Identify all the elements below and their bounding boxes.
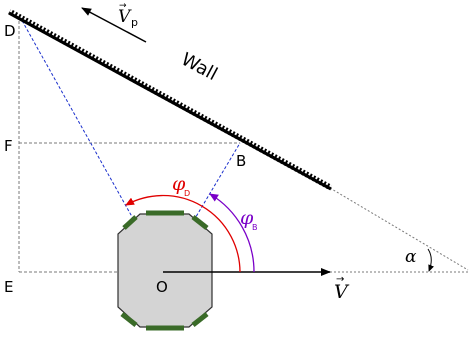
point-label-B: B [236, 152, 246, 170]
wall-velocity-arrow [81, 7, 147, 43]
phi-B-arc [209, 193, 255, 273]
wheel-pads [120, 210, 209, 331]
wall-velocity-label: V [118, 7, 132, 27]
wall-surface [8, 11, 332, 191]
phi-D-subscript: D [184, 189, 190, 198]
velocity-label: V [334, 281, 350, 303]
wheel-pad-top-left [122, 215, 138, 230]
vehicle-body [117, 213, 213, 328]
alpha-label: α [405, 247, 417, 267]
wheel-pad-bottom-right [191, 312, 209, 327]
alpha-arc [427, 248, 434, 272]
wall-velocity-subscript: p [131, 16, 138, 29]
phi-D-arc [125, 194, 241, 273]
wall-label: Wall [178, 49, 221, 85]
wheel-pad-bottom-left [120, 312, 138, 327]
velocity-arrow-glyph: → [336, 274, 344, 285]
phi-D-label: φ [172, 173, 186, 195]
point-label-F: F [4, 137, 13, 155]
phi-B-subscript: B [252, 223, 258, 232]
point-label-E: E [4, 278, 13, 296]
ray-OD [19, 16, 164, 273]
wall-extension-line [329, 187, 469, 271]
vehicle [117, 210, 213, 331]
point-label-O: O [156, 278, 168, 296]
wheel-pad-top-right [191, 215, 209, 230]
phi-B-label: φ [240, 207, 254, 229]
point-label-D: D [4, 22, 16, 40]
wall-velocity-arrow-glyph: → [119, 1, 127, 11]
wall [8, 9, 332, 191]
